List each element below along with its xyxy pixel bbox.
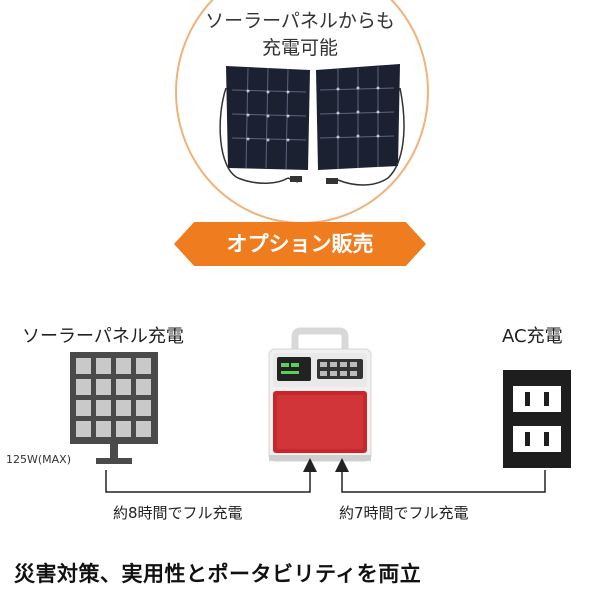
caption-line-2: 充電可能 [261, 37, 338, 59]
foldable-solar-panel-image [219, 64, 405, 186]
solar-rating-label: 125W(MAX) [6, 453, 72, 466]
wall-outlet-icon [503, 370, 571, 468]
solar-charge-caption: ソーラーパネルからも 充電可能 [0, 8, 600, 62]
solar-panel-icon [70, 352, 158, 464]
solar-charge-time-label: 約8時間でフル充電 [113, 504, 243, 522]
option-sale-banner: オプション販売 [174, 222, 426, 266]
caption-line-1: ソーラーパネルからも [205, 10, 395, 32]
charging-flow-arrows [105, 458, 546, 493]
product-tagline: 災害対策、実用性とポータビリティを両立 [14, 562, 422, 586]
portable-power-station-image [268, 327, 372, 462]
ac-charge-label: AC充電 [502, 326, 563, 347]
solar-charge-label: ソーラーパネル充電 [22, 326, 184, 347]
ac-charge-time-label: 約7時間でフル充電 [339, 504, 469, 522]
